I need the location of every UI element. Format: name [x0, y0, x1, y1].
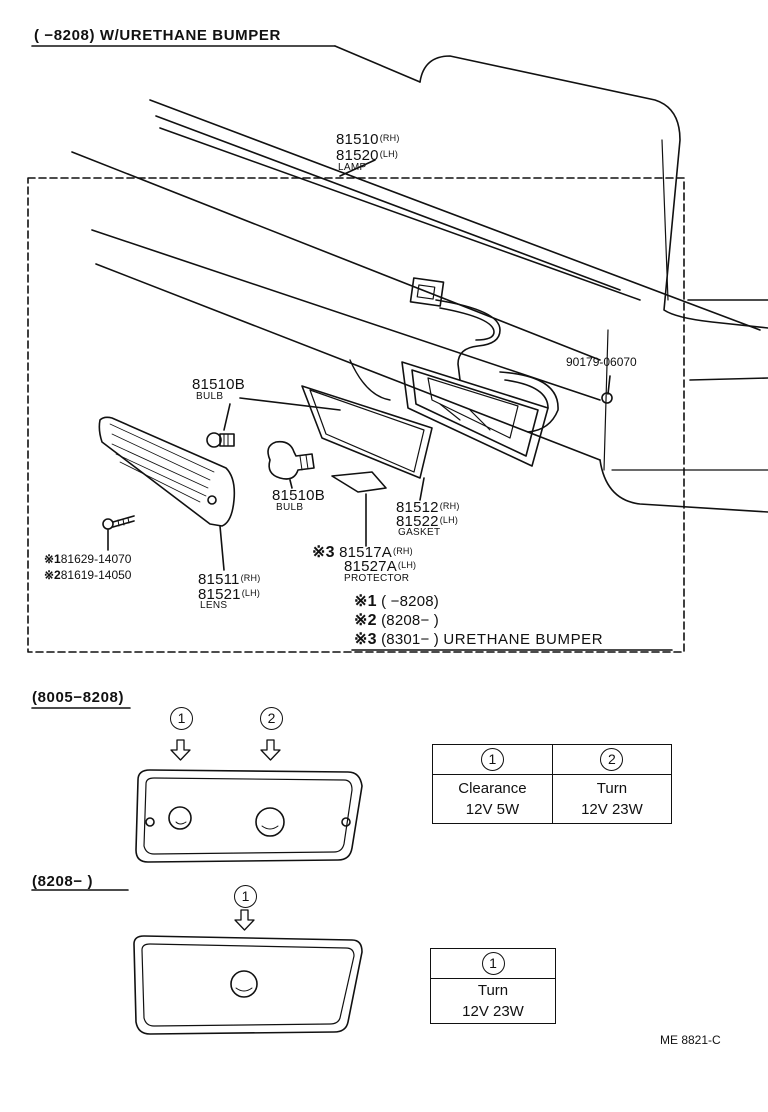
note-1: ※1 ( −8208): [354, 593, 439, 610]
screw-icon: [102, 515, 135, 530]
small-bulb-icon: [206, 432, 235, 448]
nut-code: 90179-06070: [566, 355, 637, 369]
screw-code-2: ※281619-14050: [44, 568, 132, 582]
arrow-down-icon-3: [234, 909, 255, 931]
assembly-box: [27, 177, 685, 653]
marker-3: 1: [234, 885, 257, 908]
marker-2: 2: [260, 707, 283, 730]
table1-col2-header: 2: [551, 744, 673, 775]
header-leader: [334, 45, 421, 83]
bulb-large-name: BULB: [276, 502, 304, 513]
gasket-name: GASKET: [398, 527, 441, 538]
lens-type-1: [135, 769, 363, 863]
gasket-rh-code: 81512(RH): [396, 499, 460, 516]
large-bulb-leader: [289, 479, 293, 489]
lens-part: [98, 416, 236, 527]
marker-1: 1: [170, 707, 193, 730]
range2-label: (8208− ): [32, 873, 94, 890]
range1-label: (8005−8208): [32, 689, 125, 706]
gasket-lh-code: 81522(LH): [396, 513, 459, 530]
bulb-gasket-leader: [239, 397, 341, 411]
note-3: ※3 (8301− ) URETHANE BUMPER: [354, 631, 604, 648]
protector-name: PROTECTOR: [344, 573, 410, 584]
protector-part: [331, 471, 387, 493]
nut-leader: [607, 375, 611, 395]
table2-col1-header: 1: [430, 948, 556, 979]
lens-lh-code: 81521(LH): [198, 586, 261, 603]
lens-name: LENS: [200, 600, 228, 611]
lamp-leader: [339, 159, 376, 177]
bulb-small-name: BULB: [196, 391, 224, 402]
lamp-housing: [401, 277, 559, 467]
vehicle-body: [71, 55, 768, 513]
lamp-lh-code: 81520(LH): [336, 147, 399, 164]
small-bulb-leader: [223, 403, 231, 431]
lens-leader: [219, 525, 225, 571]
lamp-name: LAMP: [338, 162, 367, 173]
nut-icon: [601, 392, 613, 404]
header-range: ( −8208) W/URETHANE BUMPER: [34, 27, 281, 44]
lens-type-2: [133, 935, 363, 1035]
protector-lh-code: 81527A(LH): [344, 558, 417, 575]
table1-col1-header: 1: [432, 744, 553, 775]
large-bulb-icon: [267, 440, 315, 480]
bulb-large-code: 81510B: [272, 487, 325, 504]
gasket-part: [301, 385, 433, 479]
screw-code-1: ※181629-14070: [44, 552, 132, 566]
bulb-small-code: 81510B: [192, 376, 245, 393]
lamp-rh-code: 81510(RH): [336, 131, 400, 148]
figure-code: ME 8821-C: [660, 1033, 721, 1047]
lens-rh-code: 81511(RH): [198, 571, 261, 588]
protector-rh-code: ※3 81517A(RH): [312, 544, 413, 561]
gasket-leader: [419, 477, 425, 501]
arrow-down-icon-2: [260, 739, 281, 761]
note-2: ※2 (8208− ): [354, 612, 439, 629]
arrow-down-icon-1: [170, 739, 191, 761]
